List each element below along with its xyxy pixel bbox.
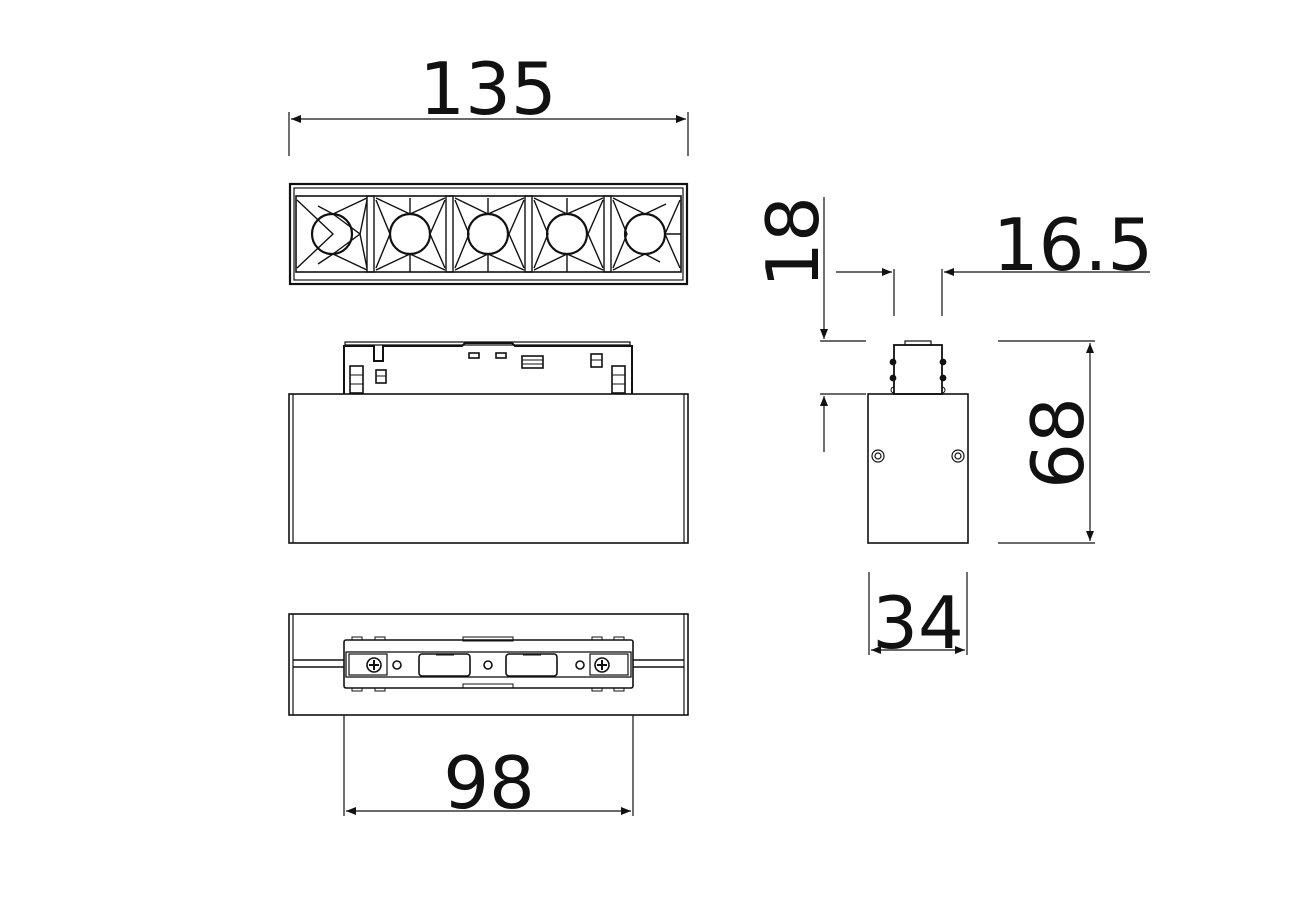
- luminaire-body-bottom: [288, 613, 689, 716]
- dimension-adapter-width: 16.5: [836, 203, 1153, 316]
- dimension-label-68: 68: [1016, 397, 1100, 489]
- dimension-body-width: 34: [868, 572, 968, 665]
- track-adapter-front: [343, 341, 633, 394]
- top-view-lens-array: [288, 182, 689, 286]
- side-view: [867, 340, 969, 544]
- side-screw-left-icon: [871, 449, 885, 463]
- dimension-label-98: 98: [443, 741, 535, 825]
- dimension-label-18: 18: [751, 196, 835, 288]
- lens-circles: [310, 212, 667, 256]
- dimension-label-34: 34: [872, 581, 964, 665]
- bottom-view: [288, 613, 689, 716]
- dimension-label-16-5: 16.5: [993, 203, 1153, 287]
- front-view: [288, 341, 689, 544]
- lens-cells: [296, 197, 681, 272]
- track-adapter-side: [889, 340, 947, 395]
- dimension-adapter-length: 98: [343, 715, 634, 825]
- lens-4: [545, 212, 589, 256]
- dimension-overall-length: 135: [288, 47, 689, 156]
- dimension-label-135: 135: [419, 47, 556, 131]
- luminaire-body-front: [288, 393, 689, 544]
- track-connector-bottom: [343, 636, 634, 692]
- screw-right-icon: [594, 657, 610, 673]
- side-screw-right-icon: [951, 449, 965, 463]
- lens-5: [623, 212, 667, 256]
- dimension-body-height: 68: [998, 340, 1100, 544]
- screw-left-icon: [366, 657, 382, 673]
- lens-1: [310, 212, 354, 256]
- dimension-adapter-height: 18: [751, 196, 866, 452]
- luminaire-body-side: [867, 393, 969, 544]
- lens-3: [466, 212, 510, 256]
- lens-2: [388, 212, 432, 256]
